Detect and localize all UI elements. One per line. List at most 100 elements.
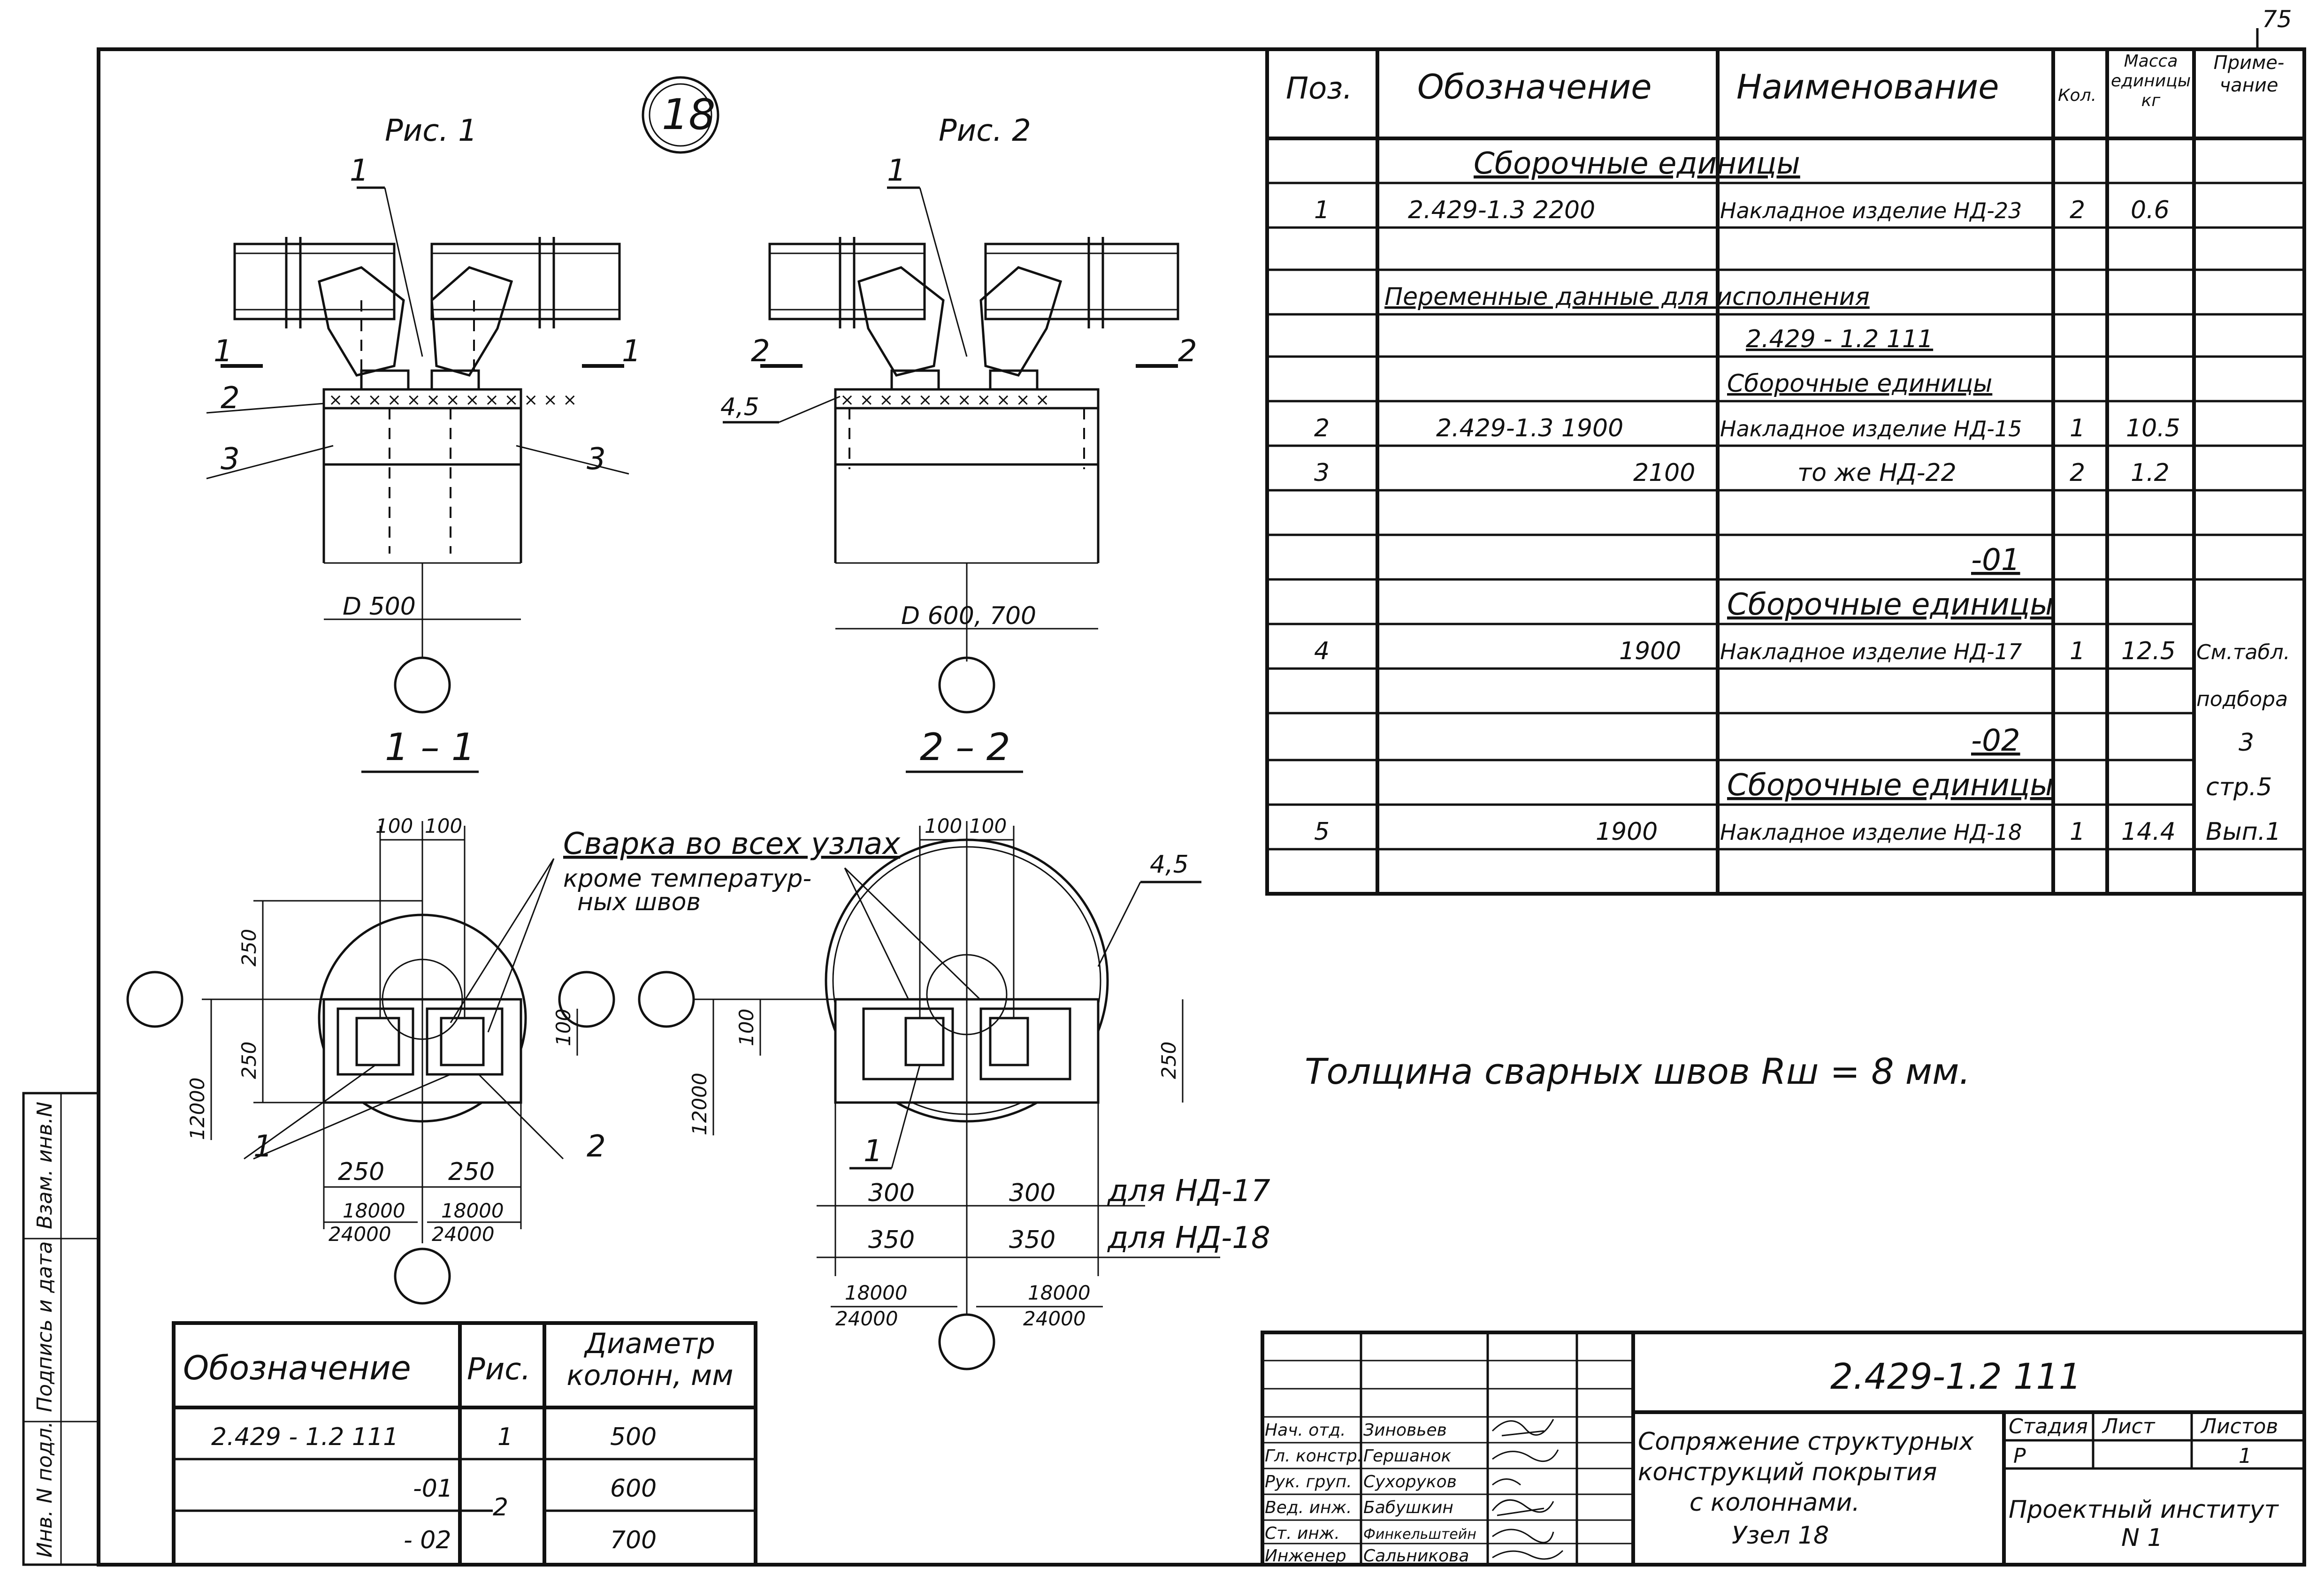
- svg-text:Вед. инж.: Вед. инж.: [1265, 1498, 1352, 1517]
- svg-text:250: 250: [237, 1042, 260, 1079]
- fig1-elevation: Рис. 1 × × × × × × × × × × × × × 1 1: [206, 114, 641, 773]
- svg-text:Обозначение: Обозначение: [1417, 67, 1652, 107]
- page-number: 75: [2262, 6, 2292, 33]
- svg-text:Сборочные единицы: Сборочные единицы: [1727, 587, 2054, 622]
- thickness-note: Толщина сварных швов Rш = 8 мм.: [1305, 1050, 1971, 1092]
- svg-text:Сопряжение структурных: Сопряжение структурных: [1638, 1428, 1974, 1456]
- fig1-dim: D 500: [343, 593, 416, 621]
- svg-text:250: 250: [448, 1158, 495, 1186]
- svg-text:12000: 12000: [186, 1077, 209, 1140]
- svg-text:Ст. инж.: Ст. инж.: [1265, 1524, 1340, 1543]
- svg-text:18000: 18000: [1028, 1281, 1091, 1304]
- svg-text:Инженер: Инженер: [1265, 1546, 1346, 1566]
- svg-text:Накладное изделие НД-17: Накладное изделие НД-17: [1720, 639, 2022, 664]
- svg-text:Гершанок: Гершанок: [1363, 1446, 1452, 1466]
- svg-text:2: 2: [2070, 196, 2085, 224]
- svg-text:12.5: 12.5: [2121, 637, 2176, 665]
- svg-text:18000: 18000: [441, 1199, 504, 1222]
- variant-table: Обозначение Рис. Диаметр колонн, мм 2.42…: [172, 1321, 757, 1567]
- svg-text:подбора: подбора: [2196, 687, 2288, 711]
- svg-text:Поз.: Поз.: [1286, 71, 1353, 106]
- svg-text:4: 4: [1314, 637, 1330, 665]
- stamp-sign-label: Подпись и дата: [33, 1241, 57, 1412]
- svg-text:-01: -01: [413, 1475, 453, 1503]
- node-label: 18: [642, 76, 719, 154]
- svg-text:100: 100: [425, 814, 462, 837]
- svg-text:2: 2: [2070, 459, 2085, 487]
- svg-text:× × × × × ×: × × × × × × × × × × ×: [840, 390, 1049, 410]
- svg-text:2: 2: [751, 334, 770, 369]
- svg-text:700: 700: [610, 1526, 657, 1554]
- svg-text:с колоннами.: с колоннами.: [1689, 1489, 1860, 1517]
- svg-text:100: 100: [735, 1009, 758, 1046]
- svg-text:2: 2: [221, 381, 240, 416]
- svg-text:конструкций покрытия: конструкций покрытия: [1638, 1458, 1937, 1486]
- svg-text:250: 250: [237, 929, 260, 966]
- section-2-title: 2 – 2: [920, 725, 1010, 769]
- svg-text:Листов: Листов: [2200, 1415, 2278, 1438]
- svg-text:2: 2: [1314, 414, 1330, 442]
- svg-text:Узел 18: Узел 18: [1732, 1522, 1829, 1550]
- svg-text:-01: -01: [1971, 543, 2020, 578]
- svg-text:300: 300: [1009, 1179, 1055, 1207]
- svg-text:Нач. отд.: Нач. отд.: [1265, 1421, 1346, 1440]
- svg-text:1: 1: [2070, 414, 2085, 442]
- svg-text:Наименование: Наименование: [1736, 67, 1999, 107]
- svg-text:12000: 12000: [688, 1073, 711, 1135]
- plan-2-2: 100 100 100 12000 250 4,5 1 300 300 для …: [638, 814, 1270, 1370]
- svg-text:500: 500: [610, 1423, 657, 1451]
- svg-text:4,5: 4,5: [1150, 851, 1189, 879]
- stamp-inv-label: Инв. N подл.: [33, 1421, 57, 1558]
- svg-text:Накладное изделие НД-23: Накладное изделие НД-23: [1720, 198, 2022, 223]
- svg-text:3: 3: [2239, 729, 2254, 757]
- svg-text:Накладное изделие НД-15: Накладное изделие НД-15: [1720, 416, 2022, 441]
- svg-text:24000: 24000: [432, 1223, 495, 1246]
- weld-note: Сварка во всех узлах кроме температур- н…: [450, 827, 1010, 1033]
- svg-text:24000: 24000: [329, 1223, 391, 1246]
- svg-text:5: 5: [1314, 818, 1330, 846]
- svg-text:Обозначение: Обозначение: [183, 1349, 411, 1387]
- svg-text:Кол.: Кол.: [2058, 86, 2096, 105]
- fig2-title: Рис. 2: [939, 114, 1031, 148]
- svg-text:24000: 24000: [1023, 1307, 1086, 1330]
- svg-text:1: 1: [2239, 1444, 2252, 1468]
- svg-text:для НД-17: для НД-17: [1107, 1174, 1270, 1209]
- svg-text:18000: 18000: [845, 1281, 908, 1304]
- svg-text:кроме температур-: кроме температур-: [563, 865, 811, 893]
- title-block: Нач. отд. Зиновьев Гл. констр. Гершанок …: [1261, 1331, 2306, 1567]
- svg-text:Лист: Лист: [2102, 1415, 2156, 1438]
- svg-text:100: 100: [552, 1009, 575, 1046]
- svg-text:N 1: N 1: [2121, 1524, 2163, 1552]
- svg-text:Переменные данные для исполн: Переменные данные для исполнения: [1384, 283, 1870, 311]
- svg-text:14.4: 14.4: [2121, 818, 2176, 846]
- svg-text:2: 2: [493, 1493, 508, 1522]
- svg-text:24000: 24000: [835, 1307, 898, 1330]
- svg-text:2.429-1.3 1900: 2.429-1.3 1900: [1436, 414, 1623, 442]
- svg-text:1.2: 1.2: [2131, 459, 2170, 487]
- svg-text:1: 1: [622, 334, 641, 369]
- svg-text:то же НД-22: то же НД-22: [1797, 459, 1957, 487]
- svg-text:2: 2: [1178, 334, 1197, 369]
- svg-text:- 02: - 02: [404, 1526, 451, 1554]
- svg-text:Р: Р: [2013, 1444, 2026, 1468]
- svg-text:Сборочные единицы: Сборочные единицы: [1727, 370, 1992, 398]
- svg-text:2100: 2100: [1633, 459, 1695, 487]
- svg-text:Сухоруков: Сухоруков: [1363, 1472, 1457, 1491]
- svg-text:Сборочные единицы: Сборочные единицы: [1474, 146, 1800, 181]
- section-1-title: 1 – 1: [385, 725, 475, 769]
- svg-text:1: 1: [2070, 818, 2085, 846]
- svg-text:100: 100: [925, 814, 962, 837]
- svg-text:10.5: 10.5: [2126, 414, 2180, 442]
- svg-text:3: 3: [221, 442, 240, 477]
- svg-text:1: 1: [350, 153, 369, 188]
- fig2-dim: D 600, 700: [901, 602, 1036, 630]
- svg-text:1: 1: [2070, 637, 2085, 665]
- svg-text:250: 250: [338, 1158, 384, 1186]
- svg-text:350: 350: [1009, 1226, 1055, 1254]
- svg-text:350: 350: [868, 1226, 915, 1254]
- svg-text:Гл. констр.: Гл. констр.: [1265, 1446, 1362, 1466]
- svg-text:Сборочные единицы: Сборочные единицы: [1727, 768, 2054, 803]
- svg-text:2.429 - 1.2 111: 2.429 - 1.2 111: [1746, 325, 1933, 353]
- svg-text:1: 1: [253, 1129, 273, 1164]
- svg-text:100: 100: [375, 814, 413, 837]
